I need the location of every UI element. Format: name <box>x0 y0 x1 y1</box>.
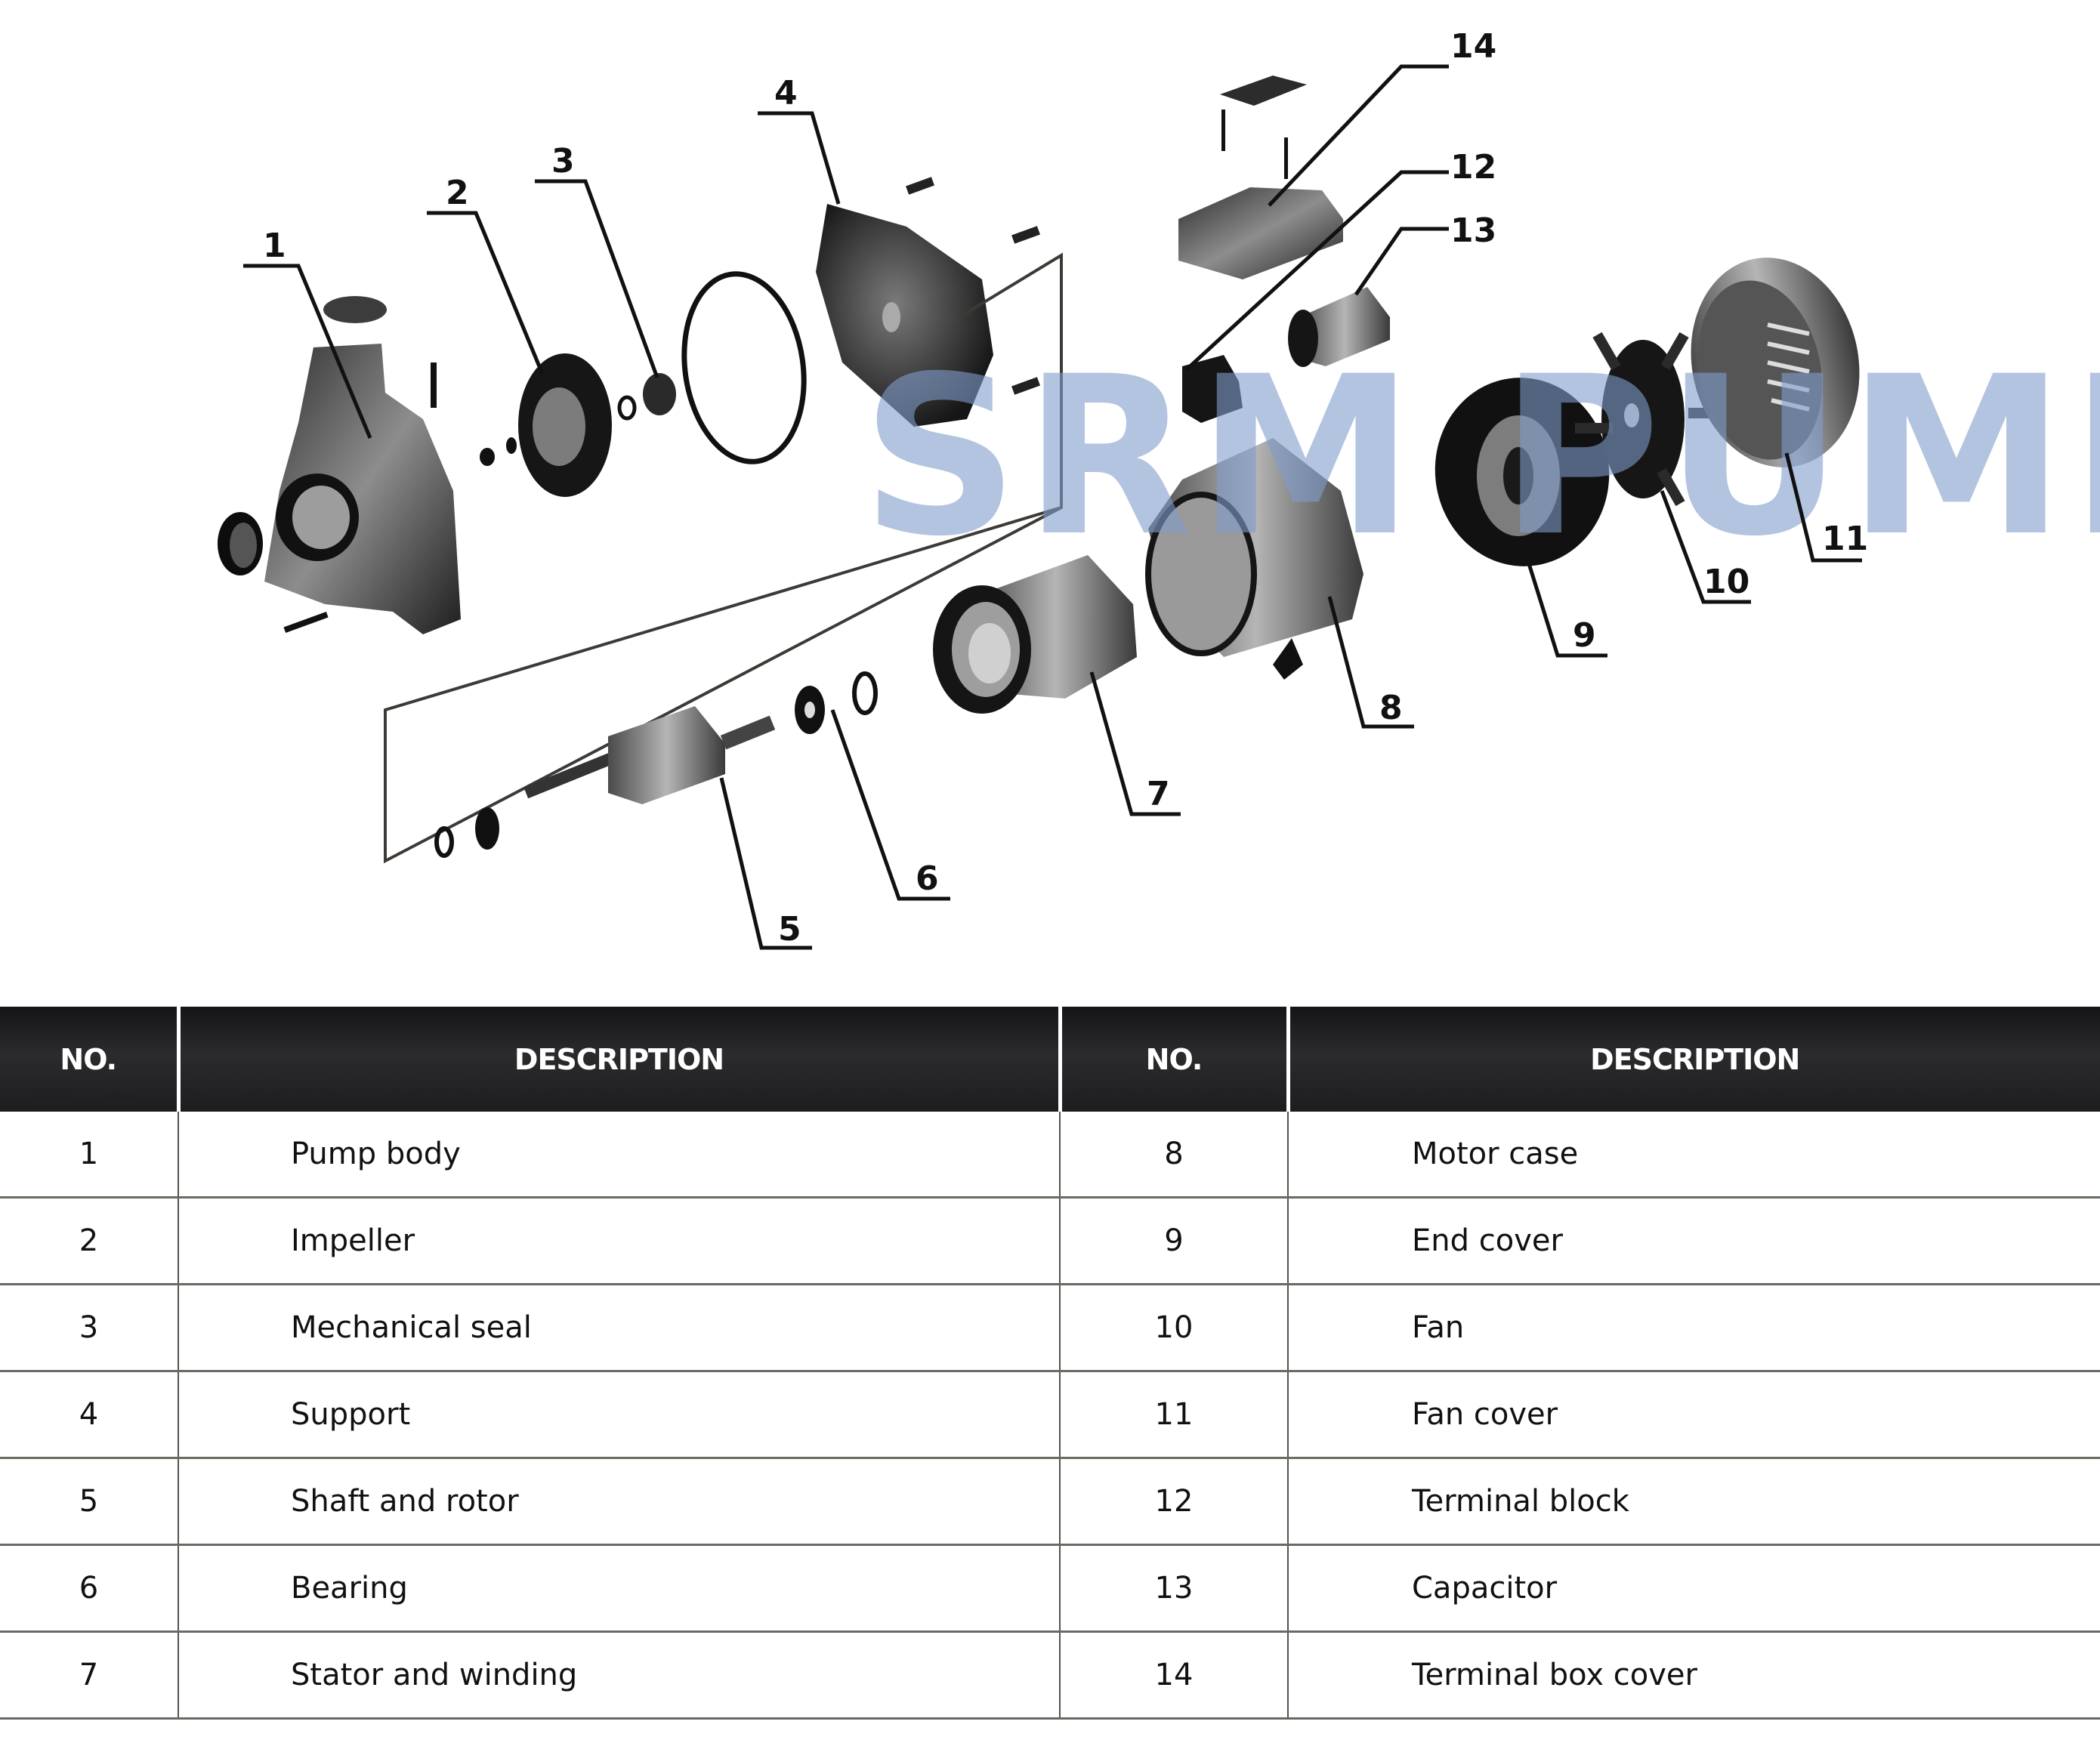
callout-1: 1 <box>263 227 286 265</box>
table-header-row: NO. DESCRIPTION NO. DESCRIPTION <box>0 1007 2100 1112</box>
part-number-left: 1 <box>0 1112 178 1199</box>
part-description-right: Capacitor <box>1287 1544 2100 1633</box>
callout-4: 4 <box>774 74 798 113</box>
part-description-right: Fan <box>1287 1284 2100 1372</box>
leader-line-2 <box>427 211 545 375</box>
part-pump-body <box>218 296 461 634</box>
part-impeller <box>480 353 612 497</box>
part-fan-cover <box>1691 258 1860 467</box>
leader-line-7 <box>1089 671 1181 816</box>
part-number-right: 14 <box>1059 1631 1288 1720</box>
part-o-ring <box>681 271 807 464</box>
part-number-left: 5 <box>0 1458 178 1546</box>
part-number-right: 11 <box>1059 1371 1288 1459</box>
part-number-left: 2 <box>0 1197 178 1285</box>
leader-line-1 <box>243 264 372 439</box>
part-terminal-block <box>1182 355 1243 423</box>
leader-line-13 <box>1354 227 1449 296</box>
part-number-left: 6 <box>0 1544 178 1633</box>
part-description-right: Fan cover <box>1287 1371 2100 1459</box>
callout-7: 7 <box>1147 775 1170 813</box>
part-number-right: 9 <box>1059 1197 1288 1285</box>
callout-5: 5 <box>778 910 801 949</box>
part-stator-and-winding <box>933 555 1137 714</box>
part-support <box>816 177 1040 427</box>
leader-line-10 <box>1660 490 1751 604</box>
assembly-bracket-line <box>384 252 1063 864</box>
callout-14: 14 <box>1450 27 1496 66</box>
callout-12: 12 <box>1450 148 1496 187</box>
header-no-right: NO. <box>1058 1007 1288 1112</box>
part-capacitor <box>1288 287 1390 367</box>
header-description-left: DESCRIPTION <box>176 1007 1060 1112</box>
part-number-left: 3 <box>0 1284 178 1372</box>
callout-9: 9 <box>1573 616 1596 655</box>
exploded-pump-diagram: SRM PUMP 1 2 3 4 5 6 7 8 9 10 11 12 13 1… <box>218 27 2100 950</box>
leader-line-4 <box>758 111 841 205</box>
part-number-right: 10 <box>1059 1284 1288 1372</box>
part-description-right: End cover <box>1287 1197 2100 1285</box>
leader-line-12 <box>1184 170 1449 372</box>
callout-3: 3 <box>551 142 575 180</box>
part-description-right: Terminal block <box>1287 1458 2100 1546</box>
part-description-left: Stator and winding <box>178 1631 1060 1720</box>
callout-13: 13 <box>1450 211 1496 250</box>
leader-line-11 <box>1784 452 1862 563</box>
part-description-left: Pump body <box>178 1112 1060 1199</box>
leader-line-14 <box>1268 64 1449 207</box>
part-description-left: Mechanical seal <box>178 1284 1060 1372</box>
leader-line-6 <box>830 709 950 901</box>
part-number-left: 7 <box>0 1631 178 1720</box>
part-mechanical-seal <box>617 373 676 421</box>
part-description-left: Shaft and rotor <box>178 1458 1060 1546</box>
leader-lines <box>243 64 1862 950</box>
callout-2: 2 <box>446 174 469 212</box>
part-shaft-and-rotor <box>434 706 776 858</box>
part-bearing <box>795 671 878 734</box>
part-motor-case <box>1145 438 1363 680</box>
part-terminal-box-cover <box>1178 76 1343 279</box>
part-description-left: Support <box>178 1371 1060 1459</box>
callout-6: 6 <box>916 859 939 898</box>
part-number-left: 4 <box>0 1371 178 1459</box>
part-number-right: 8 <box>1059 1112 1288 1199</box>
callout-8: 8 <box>1379 689 1403 727</box>
part-end-cover <box>1434 378 1610 566</box>
callout-11: 11 <box>1822 520 1868 558</box>
callout-labels: 1 2 3 4 5 6 7 8 9 10 11 12 13 14 <box>263 27 1868 949</box>
watermark-text: SRM PUMP <box>861 330 2100 585</box>
part-number-right: 12 <box>1059 1458 1288 1546</box>
part-description-left: Impeller <box>178 1197 1060 1285</box>
leader-line-9 <box>1525 558 1607 658</box>
leader-line-5 <box>719 777 812 950</box>
part-number-right: 13 <box>1059 1544 1288 1633</box>
header-description-right: DESCRIPTION <box>1286 1007 2100 1112</box>
header-no-left: NO. <box>0 1007 178 1112</box>
part-description-right: Motor case <box>1287 1112 2100 1199</box>
callout-10: 10 <box>1703 563 1749 601</box>
leader-line-8 <box>1327 596 1414 729</box>
part-description-left: Bearing <box>178 1544 1060 1633</box>
part-description-right: Terminal box cover <box>1287 1631 2100 1720</box>
leader-line-3 <box>535 179 659 378</box>
